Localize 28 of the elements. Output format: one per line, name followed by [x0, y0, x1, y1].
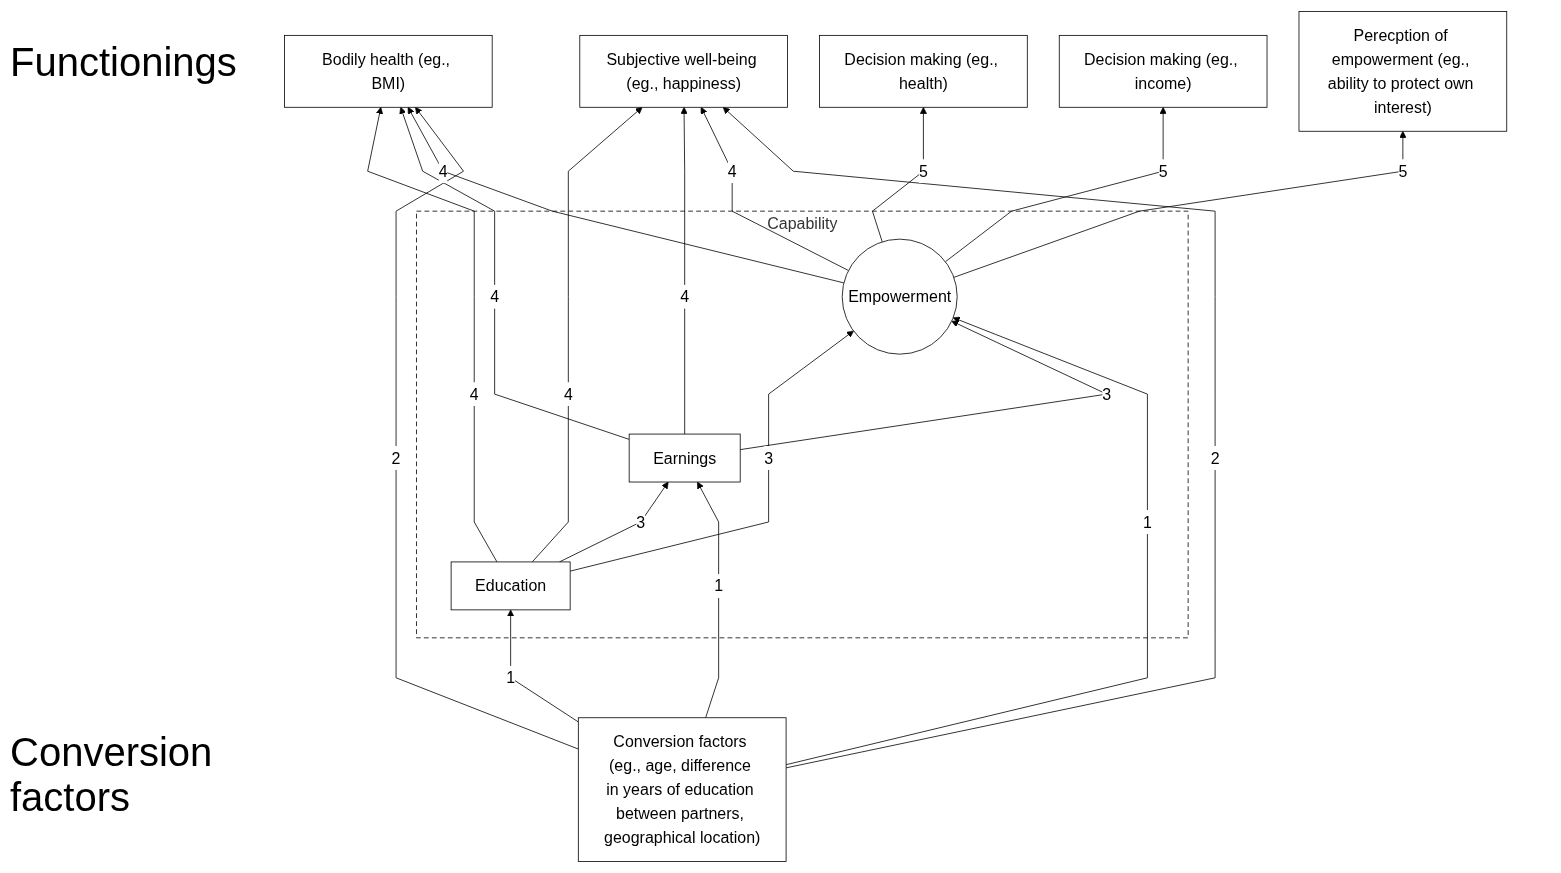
- edge-label: 3: [764, 449, 773, 467]
- node-box: Subjective well-being (eg., happiness): [579, 34, 788, 108]
- node-box: Conversion factors (eg., age, difference in years of education between partners, geographical location): [577, 717, 787, 862]
- edge-label: 5: [918, 162, 928, 180]
- edge-label: 5: [1158, 162, 1168, 180]
- edge-label: 4: [490, 287, 500, 306]
- node-circle: Empowerment: [841, 238, 958, 355]
- edge-label: 2: [391, 449, 401, 467]
- edge-label: 1: [506, 669, 515, 687]
- edge-label: 4: [680, 287, 690, 306]
- row-label: Conversion factors: [10, 730, 214, 820]
- node-box: Bodily health (eg., BMI): [283, 34, 493, 108]
- edge-label: 5: [1398, 162, 1408, 180]
- edge-label: 1: [1142, 513, 1152, 531]
- edge-label: 3: [1102, 385, 1112, 403]
- node-box: Decision making (eg., income): [1058, 34, 1268, 108]
- node-box: Education: [450, 561, 571, 611]
- node-box: Earnings: [628, 433, 741, 483]
- node-box: Decision making (eg., health): [819, 34, 1028, 108]
- node-box: Perecption of empowerment (eg., ability to protect own interest): [1298, 11, 1508, 132]
- edge-label: 2: [1210, 449, 1220, 467]
- edge-label: 4: [727, 162, 737, 180]
- row-label: Functionings: [10, 40, 237, 85]
- edge-label: 4: [469, 385, 479, 403]
- edge-label: 4: [438, 162, 448, 180]
- edge-label: 3: [636, 513, 646, 531]
- edge-label: 1: [714, 577, 724, 595]
- edge-label: 4: [563, 385, 573, 403]
